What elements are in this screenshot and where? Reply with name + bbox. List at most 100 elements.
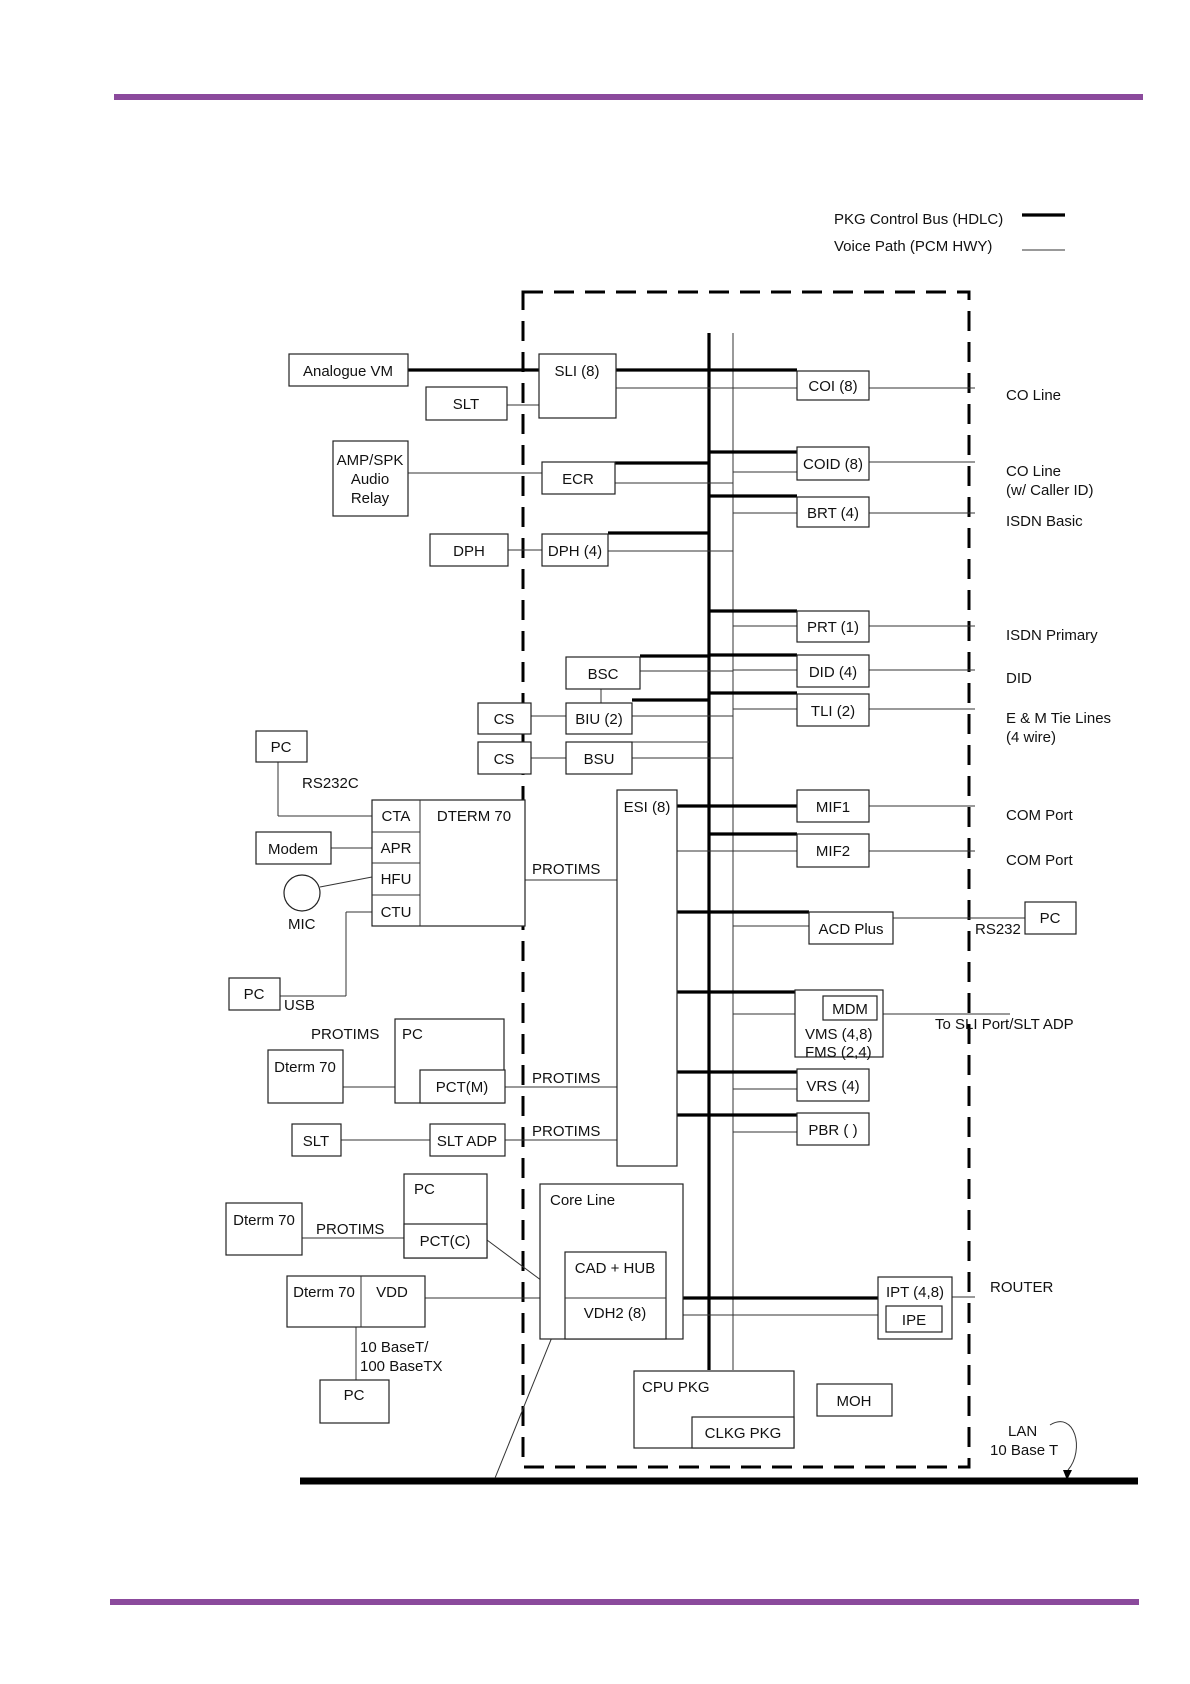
svg-text:VMS (4,8): VMS (4,8) <box>805 1026 873 1043</box>
svg-text:IPE: IPE <box>902 1312 926 1329</box>
svg-text:PCT(C): PCT(C) <box>420 1233 471 1250</box>
footer-rule <box>110 1599 1139 1605</box>
cs-box-1: CS <box>477 702 532 735</box>
svg-text:CS: CS <box>494 711 515 728</box>
svg-text:VDD: VDD <box>376 1284 408 1301</box>
co-line-cid-sub-label: (w/ Caller ID) <box>1006 482 1094 499</box>
svg-text:Dterm 70: Dterm 70 <box>293 1284 355 1301</box>
coi-box: COI (8) <box>796 370 870 401</box>
dph-box-external: DPH <box>429 533 509 567</box>
modem-box: Modem <box>255 831 332 865</box>
isdn-primary-label: ISDN Primary <box>1006 627 1098 644</box>
svg-text:SLT ADP: SLT ADP <box>437 1133 497 1150</box>
ipe-box: IPE <box>885 1305 943 1333</box>
svg-text:MOH: MOH <box>837 1393 872 1410</box>
isdn-basic-label: ISDN Basic <box>1006 513 1083 530</box>
vrs-box: VRS (4) <box>796 1068 870 1102</box>
svg-text:MIF1: MIF1 <box>816 799 850 816</box>
protims-label-3: PROTIMS <box>532 1070 600 1087</box>
brt-box: BRT (4) <box>796 496 870 528</box>
esi-box: ESI (8) <box>616 789 678 1167</box>
svg-text:Core Line: Core Line <box>550 1192 615 1209</box>
base-t-label-2: 100 BaseTX <box>360 1358 443 1375</box>
svg-text:CTA: CTA <box>382 808 411 825</box>
svg-text:SLI (8): SLI (8) <box>554 363 599 380</box>
svg-text:CAD + HUB: CAD + HUB <box>575 1260 655 1277</box>
mif1-box: MIF1 <box>796 789 870 823</box>
base-t-label-1: 10 BaseT/ <box>360 1339 429 1356</box>
svg-text:PRT (1): PRT (1) <box>807 619 859 636</box>
mic-label: MIC <box>288 916 316 933</box>
svg-text:DID (4): DID (4) <box>809 664 857 681</box>
bsu-box: BSU <box>565 741 633 775</box>
pctc-box: PCT(C) <box>403 1223 488 1259</box>
tli-box: TLI (2) <box>796 693 870 727</box>
svg-text:DPH (4): DPH (4) <box>548 543 602 560</box>
svg-text:PBR ( ): PBR ( ) <box>808 1122 857 1139</box>
svg-text:VRS (4): VRS (4) <box>806 1078 859 1095</box>
protims-label-5: PROTIMS <box>316 1221 384 1238</box>
svg-text:PC: PC <box>402 1026 423 1043</box>
analogue-vm-box: Analogue VM <box>288 353 409 387</box>
slt-adp-box: SLT ADP <box>429 1123 506 1157</box>
lan-label: LAN <box>1008 1423 1037 1440</box>
legend-control-bus: PKG Control Bus (HDLC) <box>834 211 1003 228</box>
svg-text:CTU: CTU <box>381 904 412 921</box>
acd-plus-box: ACD Plus <box>808 911 894 945</box>
lan-sub-label: 10 Base T <box>990 1442 1058 1459</box>
svg-text:PC: PC <box>414 1181 435 1198</box>
legend: PKG Control Bus (HDLC) Voice Path (PCM H… <box>834 211 1065 255</box>
dph4-box: DPH (4) <box>541 533 609 567</box>
svg-text:DPH: DPH <box>453 543 485 560</box>
protims-label-1: PROTIMS <box>532 861 600 878</box>
pbr-box: PBR ( ) <box>796 1112 870 1146</box>
svg-text:FMS (2,4): FMS (2,4) <box>805 1044 872 1061</box>
svg-text:Dterm 70: Dterm 70 <box>233 1212 295 1229</box>
usb-label: USB <box>284 997 315 1014</box>
did-label: DID <box>1006 670 1032 687</box>
com-port-label-1: COM Port <box>1006 807 1074 824</box>
svg-text:CS: CS <box>494 751 515 768</box>
svg-text:PC: PC <box>1040 910 1061 927</box>
pc-lan-box: PC <box>319 1379 390 1424</box>
svg-text:Analogue VM: Analogue VM <box>303 363 393 380</box>
dterm70-c-box: Dterm 70 <box>225 1202 303 1256</box>
ecr-box: ECR <box>541 461 616 495</box>
did-box: DID (4) <box>796 654 870 688</box>
svg-text:BSU: BSU <box>584 751 615 768</box>
prt-box: PRT (1) <box>796 610 870 643</box>
sli-box: SLI (8) <box>538 353 617 419</box>
bsc-box: BSC <box>565 656 641 690</box>
em-tie-label: E & M Tie Lines <box>1006 710 1111 727</box>
svg-text:Audio: Audio <box>351 471 389 488</box>
svg-text:PC: PC <box>344 1387 365 1404</box>
pctm-box: PCT(M) <box>419 1069 506 1104</box>
svg-text:MDM: MDM <box>832 1001 868 1018</box>
svg-text:TLI (2): TLI (2) <box>811 703 855 720</box>
svg-text:BRT (4): BRT (4) <box>807 505 859 522</box>
clkg-pkg-box: CLKG PKG <box>691 1416 795 1449</box>
svg-text:HFU: HFU <box>381 871 412 888</box>
co-line-label: CO Line <box>1006 387 1061 404</box>
line-labels: CO Line CO Line (w/ Caller ID) ISDN Basi… <box>284 387 1111 1459</box>
svg-text:IPT (4,8): IPT (4,8) <box>886 1284 944 1301</box>
svg-text:BSC: BSC <box>588 666 619 683</box>
dterm70-m-box: Dterm 70 <box>267 1049 344 1104</box>
protims-label-2: PROTIMS <box>311 1026 379 1043</box>
svg-text:CLKG PKG: CLKG PKG <box>705 1425 782 1442</box>
pc-usb-box: PC <box>228 977 281 1011</box>
mic-icon <box>283 874 321 912</box>
co-line-cid-label: CO Line <box>1006 463 1061 480</box>
slt-box-bottom: SLT <box>291 1123 342 1157</box>
vms-fms-box: MDM VMS (4,8) FMS (2,4) <box>794 989 884 1061</box>
coid-box: COID (8) <box>796 446 870 481</box>
connection-lines <box>277 368 1077 1480</box>
svg-text:APR: APR <box>381 840 412 857</box>
em-tie-sub-label: (4 wire) <box>1006 729 1056 746</box>
rs232-label: RS232 <box>975 921 1021 938</box>
svg-text:Modem: Modem <box>268 841 318 858</box>
svg-text:DTERM 70: DTERM 70 <box>437 808 511 825</box>
legend-voice-path: Voice Path (PCM HWY) <box>834 238 992 255</box>
to-sli-label: To SLI Port/SLT ADP <box>935 1016 1074 1033</box>
